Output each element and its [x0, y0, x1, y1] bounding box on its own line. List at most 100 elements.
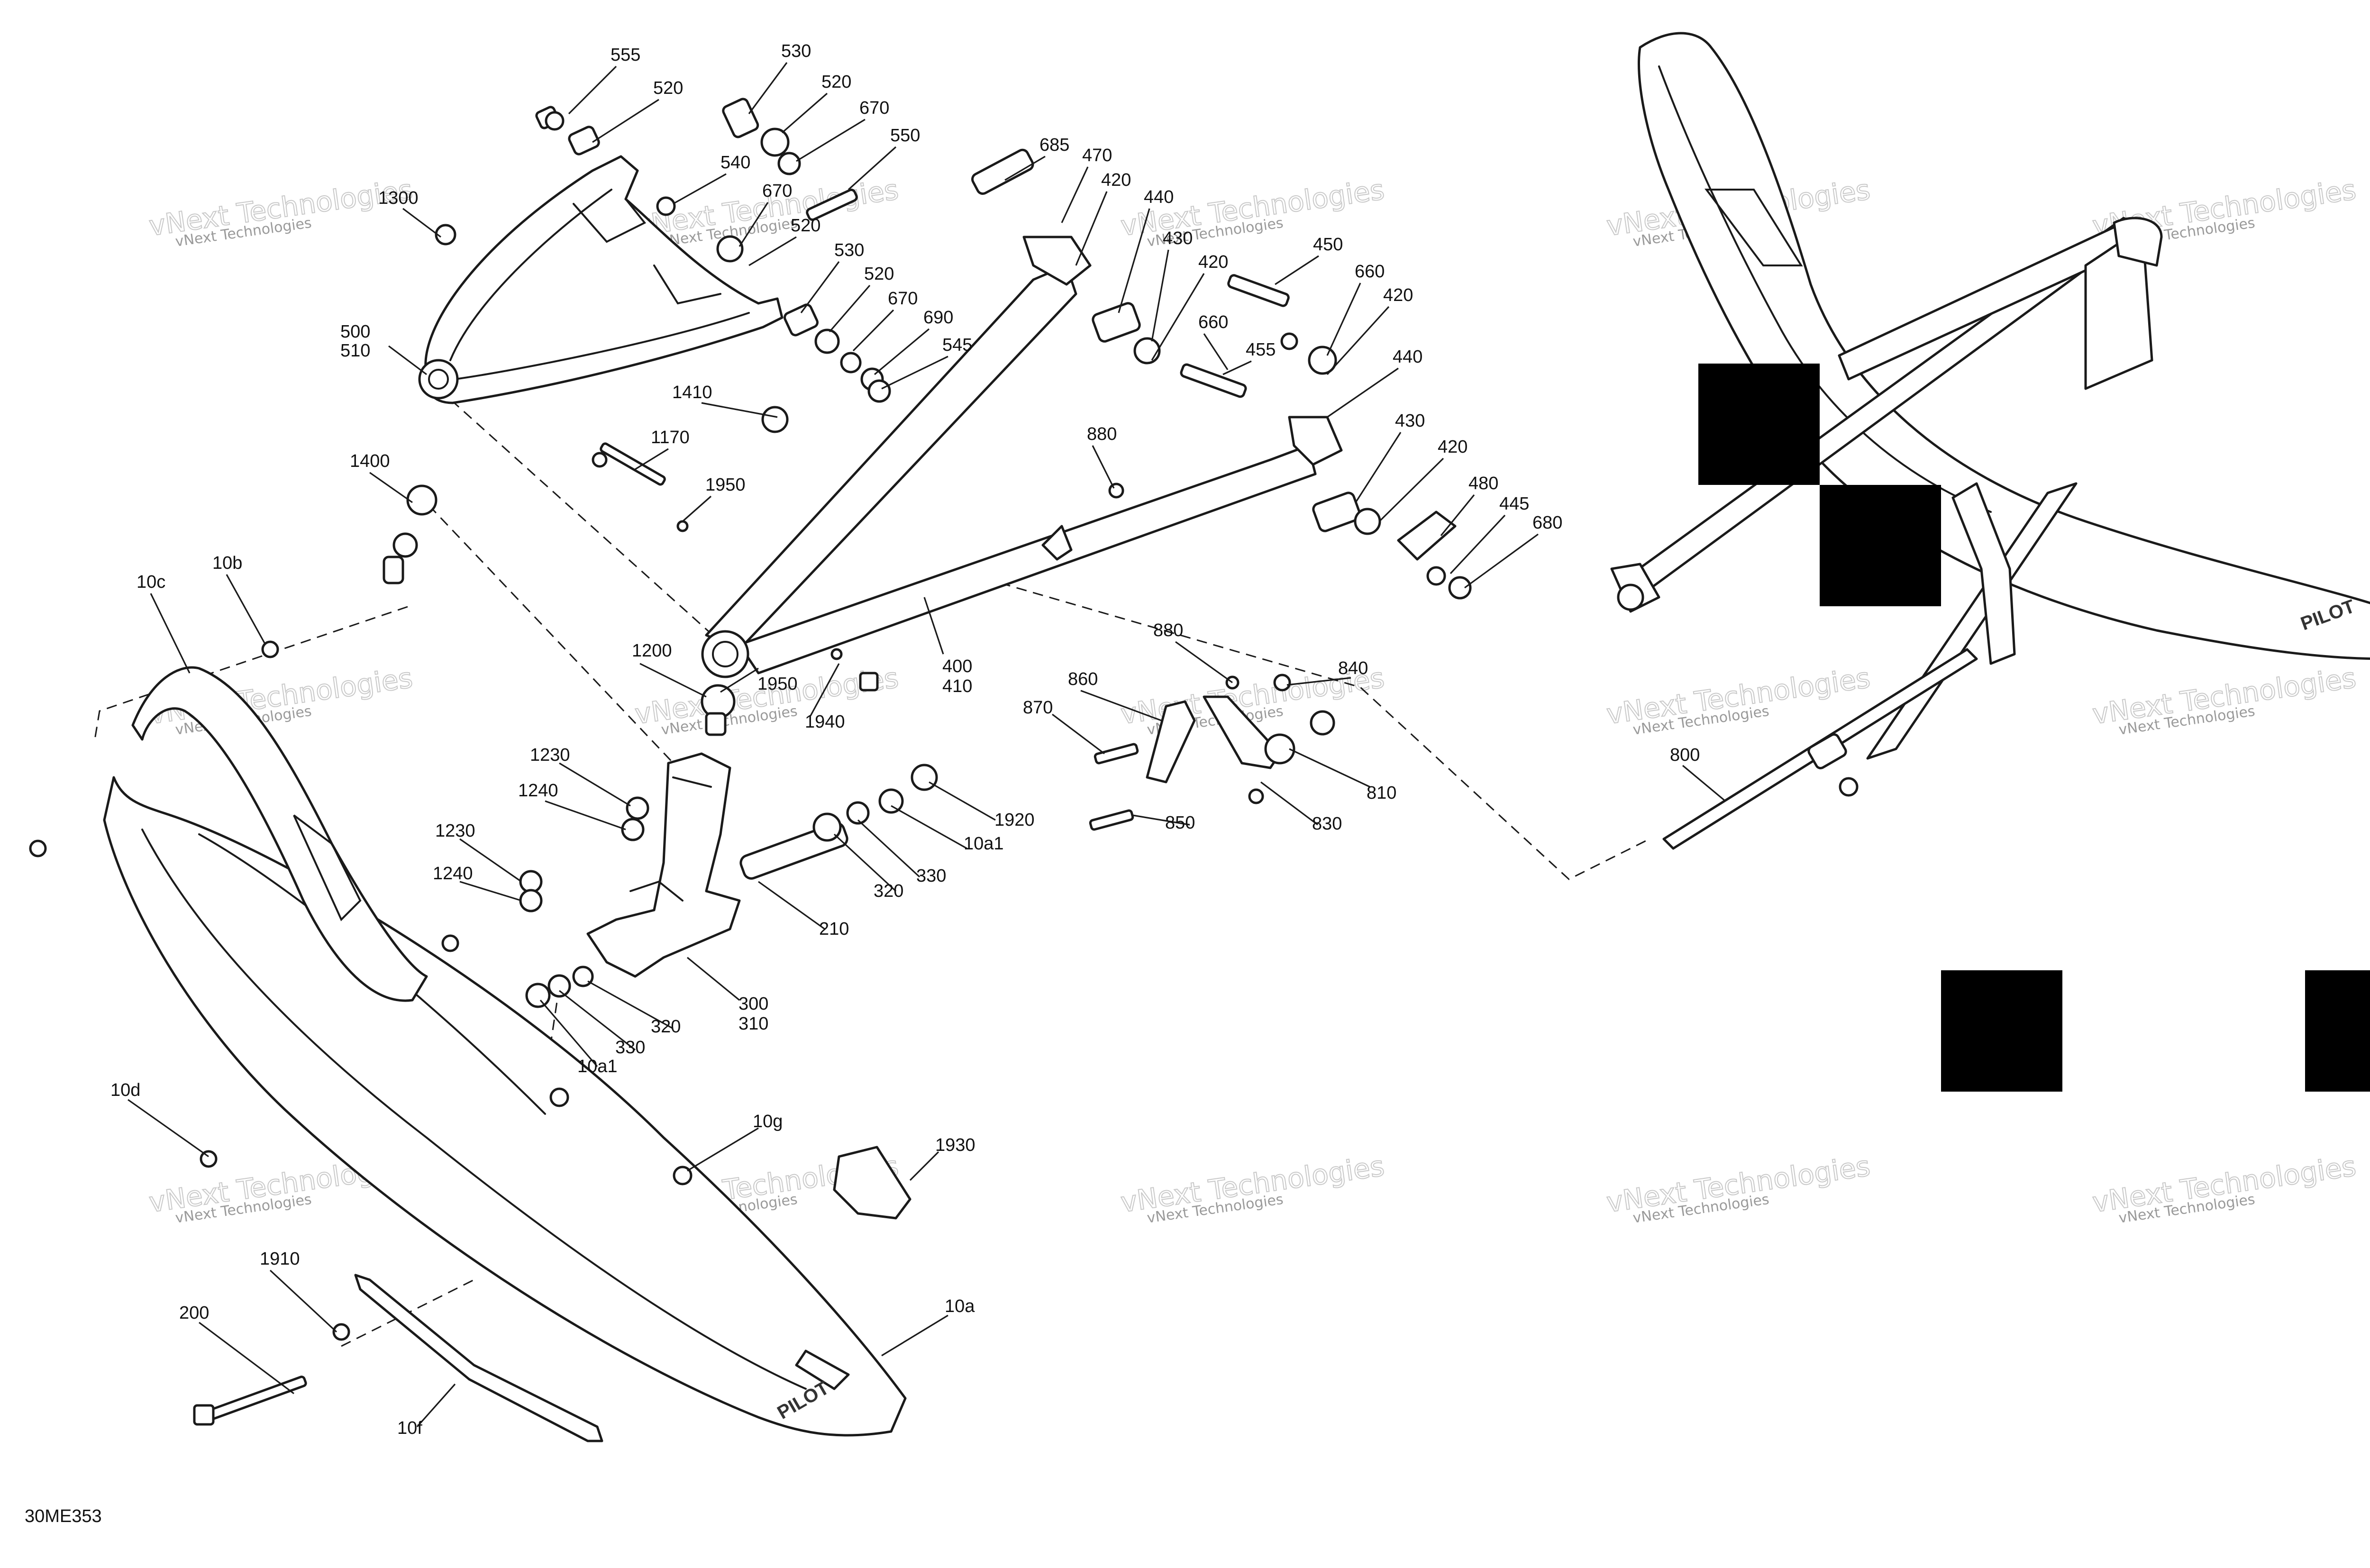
callout-label: 420: [1101, 170, 1131, 190]
leader-line: [1151, 273, 1205, 361]
leader-line: [682, 495, 712, 522]
callout-label: 670: [762, 181, 792, 201]
callout-label: 430: [1395, 411, 1425, 431]
callout-label: 450: [1313, 235, 1343, 255]
callout-label: 1910: [260, 1249, 300, 1269]
drawing-code: 30ME353: [25, 1506, 102, 1526]
ball-joint-1400: [383, 484, 438, 584]
callout-label: 1230: [530, 745, 570, 765]
lower-hardware: [592, 148, 1472, 692]
leader-line: [1203, 333, 1229, 370]
leader-line: [701, 402, 778, 418]
callout-label: 520: [653, 78, 683, 98]
leader-line: [720, 667, 759, 693]
callout-label: 10d: [110, 1080, 140, 1100]
leader-line: [1355, 432, 1402, 503]
callout-label: 480: [1468, 474, 1498, 493]
leader-line: [874, 328, 930, 375]
callout-label: 410: [942, 676, 972, 696]
callout-label: 455: [1246, 340, 1276, 360]
spindle: [586, 752, 741, 978]
callout-label: 1920: [994, 810, 1035, 830]
leader-line: [1004, 155, 1046, 181]
leader-line: [1132, 814, 1190, 826]
callout-label: 500: [340, 322, 370, 342]
leader-line: [1440, 494, 1475, 537]
leader-line: [150, 593, 191, 674]
callout-label: 430: [1163, 228, 1193, 248]
leader-line: [269, 1269, 337, 1333]
leader-line: [1326, 283, 1361, 356]
callout-label: 10b: [212, 553, 242, 573]
leader-line: [1275, 255, 1319, 285]
callout-label: 850: [1165, 813, 1195, 833]
leader-line: [639, 663, 707, 698]
leader-line: [1052, 713, 1105, 755]
callout-label: 210: [819, 919, 849, 939]
leader-line: [781, 92, 828, 134]
callout-label: 445: [1499, 494, 1529, 514]
callout-label: 800: [1670, 745, 1700, 765]
callout-label: 660: [1355, 262, 1385, 282]
callout-label: 685: [1039, 135, 1069, 155]
leader-line: [592, 99, 659, 143]
callout-label: 830: [1312, 814, 1342, 834]
bolt-200: [193, 1376, 307, 1426]
callout-label: 550: [890, 126, 920, 146]
leader-line: [402, 208, 441, 238]
callout-label: 1230: [435, 821, 475, 841]
leader-line: [1075, 191, 1108, 266]
leader-line: [1378, 457, 1444, 522]
leader-line: [748, 236, 797, 266]
callout-label: 880: [1087, 424, 1117, 444]
leader-line: [369, 472, 413, 503]
callout-label: 330: [615, 1038, 645, 1057]
callout-label: 520: [864, 264, 894, 284]
leader-line: [738, 202, 769, 247]
leader-line: [539, 999, 598, 1067]
callout-label: 440: [1144, 187, 1174, 207]
leader-line: [635, 448, 669, 470]
leader-line: [388, 345, 427, 375]
callout-label: 10f: [397, 1418, 422, 1438]
leader-line: [810, 663, 840, 716]
callout-label: 10a: [945, 1296, 975, 1316]
callout-label: 1300: [378, 188, 419, 208]
leader-line: [587, 980, 674, 1030]
leader-line: [1682, 765, 1726, 802]
callout-label: 1170: [651, 428, 690, 447]
leader-line: [800, 261, 840, 313]
callout-label: 840: [1338, 658, 1368, 678]
callout-label: 870: [1023, 698, 1053, 718]
leader-line: [1151, 249, 1169, 342]
callout-label: 10g: [753, 1112, 783, 1131]
callout-label: 320: [651, 1017, 681, 1037]
leader-line: [833, 833, 897, 892]
leader-line: [1449, 514, 1506, 574]
leader-line: [199, 1322, 294, 1395]
callout-label: 860: [1068, 669, 1098, 689]
callout-label: 555: [611, 45, 640, 65]
leader-line: [1175, 641, 1233, 684]
leader-line: [559, 990, 636, 1051]
ski-skag: [354, 1274, 603, 1442]
leader-line: [1080, 690, 1162, 721]
leader-line: [1222, 360, 1252, 375]
steering-link: [1089, 674, 1335, 831]
leader-line: [545, 800, 626, 830]
leader-line: [1326, 306, 1390, 375]
callout-label: 200: [179, 1303, 209, 1323]
callout-label: 880: [1153, 620, 1183, 640]
leader-line: [929, 781, 996, 821]
leader-line: [758, 881, 825, 930]
upper-a-arm: [418, 155, 784, 404]
ball-joint-socket: [418, 359, 459, 400]
callout-label: 1240: [518, 781, 558, 801]
callout-label: 1950: [757, 674, 798, 694]
callout-label: 1200: [632, 641, 672, 661]
leader-line: [796, 119, 866, 162]
leader-line: [1118, 208, 1150, 313]
ski-bumper-1930: [833, 1146, 912, 1220]
callout-label: 1940: [805, 712, 845, 732]
leader-line: [881, 1314, 948, 1357]
